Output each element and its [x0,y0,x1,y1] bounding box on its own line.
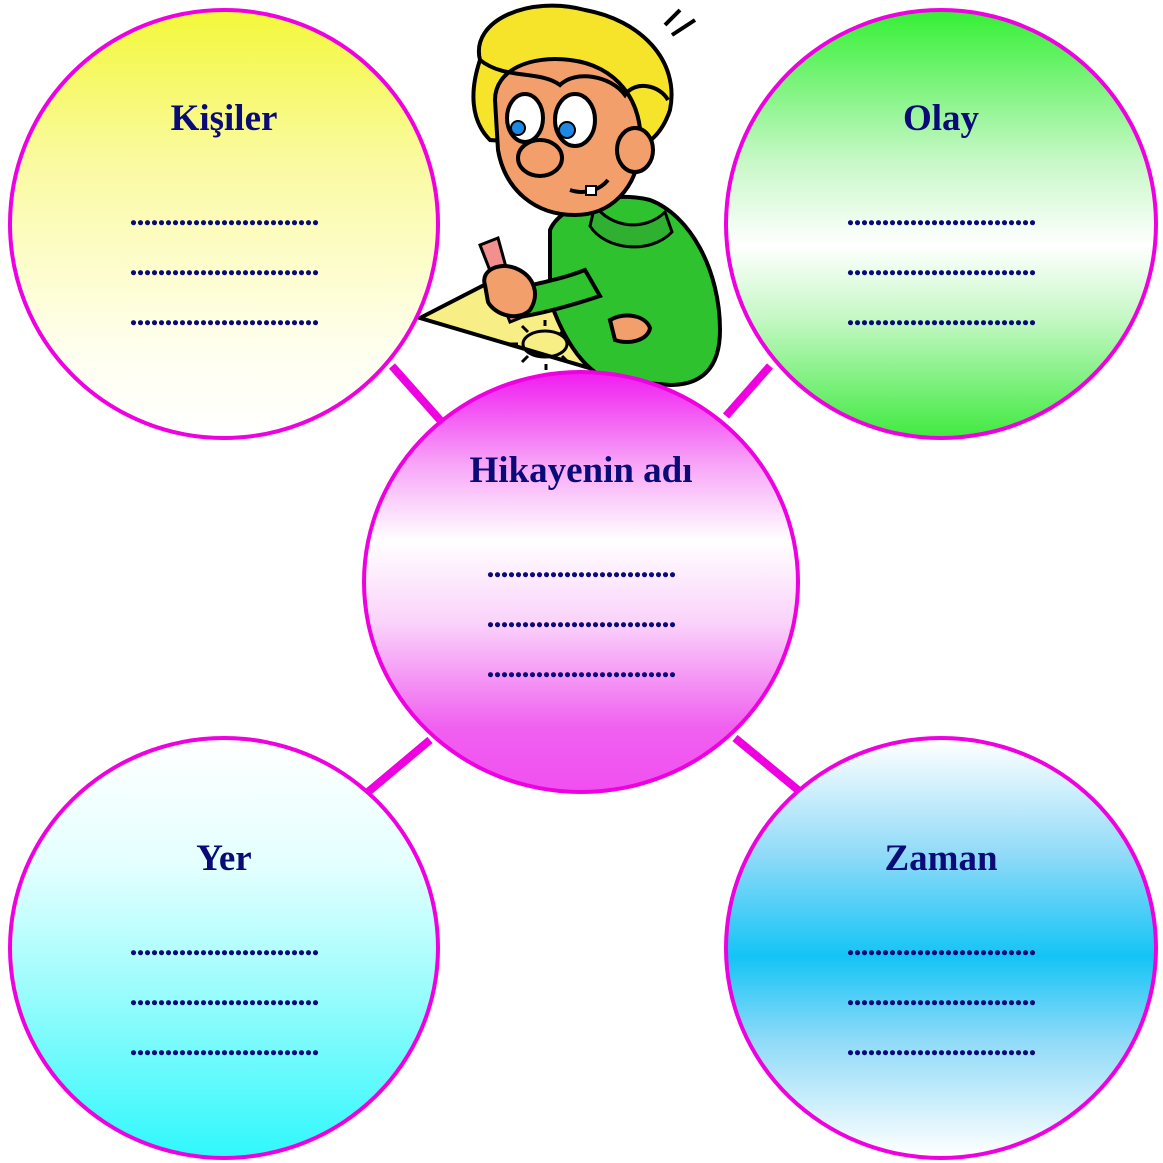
answer-line[interactable]: ........................... [129,1026,319,1062]
answer-lines: ........................... ............… [130,919,319,1069]
bubble-yer: Yer ........................... ........… [8,736,440,1160]
answer-line[interactable]: ........................... [129,926,319,962]
answer-line[interactable]: ........................... [846,246,1036,282]
answer-line[interactable]: ........................... [846,1026,1036,1062]
answer-line[interactable]: ........................... [129,976,319,1012]
answer-line[interactable]: ........................... [129,196,319,232]
bubble-zaman: Zaman ........................... ......… [724,736,1158,1160]
answer-line[interactable]: ........................... [129,296,319,332]
answer-lines: ........................... ............… [130,189,319,339]
connector-zaman [732,734,801,794]
bubble-kisiler: Kişiler ........................... ....… [8,8,440,440]
bubble-title: Yer [196,838,252,879]
bubble-title: Hikayenin adı [469,450,693,491]
connector-olay [722,363,774,419]
answer-line[interactable]: ........................... [846,926,1036,962]
answer-lines: ........................... ............… [487,541,676,691]
bubble-olay: Olay ........................... .......… [724,8,1158,440]
connector-kisiler [389,363,443,423]
bubble-title: Zaman [884,838,998,879]
connector-yer [365,736,433,796]
answer-lines: ........................... ............… [847,189,1036,339]
answer-line[interactable]: ........................... [486,598,676,634]
boy-drawing-icon [414,3,723,388]
answer-line[interactable]: ........................... [846,976,1036,1012]
bubble-title: Kişiler [170,98,278,139]
answer-line[interactable]: ........................... [846,296,1036,332]
answer-line[interactable]: ........................... [486,648,676,684]
bubble-hikayenin-adi: Hikayenin adı ..........................… [362,370,800,794]
answer-line[interactable]: ........................... [486,548,676,584]
answer-line[interactable]: ........................... [129,246,319,282]
bubble-title: Olay [902,98,980,139]
answer-lines: ........................... ............… [847,919,1036,1069]
answer-line[interactable]: ........................... [846,196,1036,232]
